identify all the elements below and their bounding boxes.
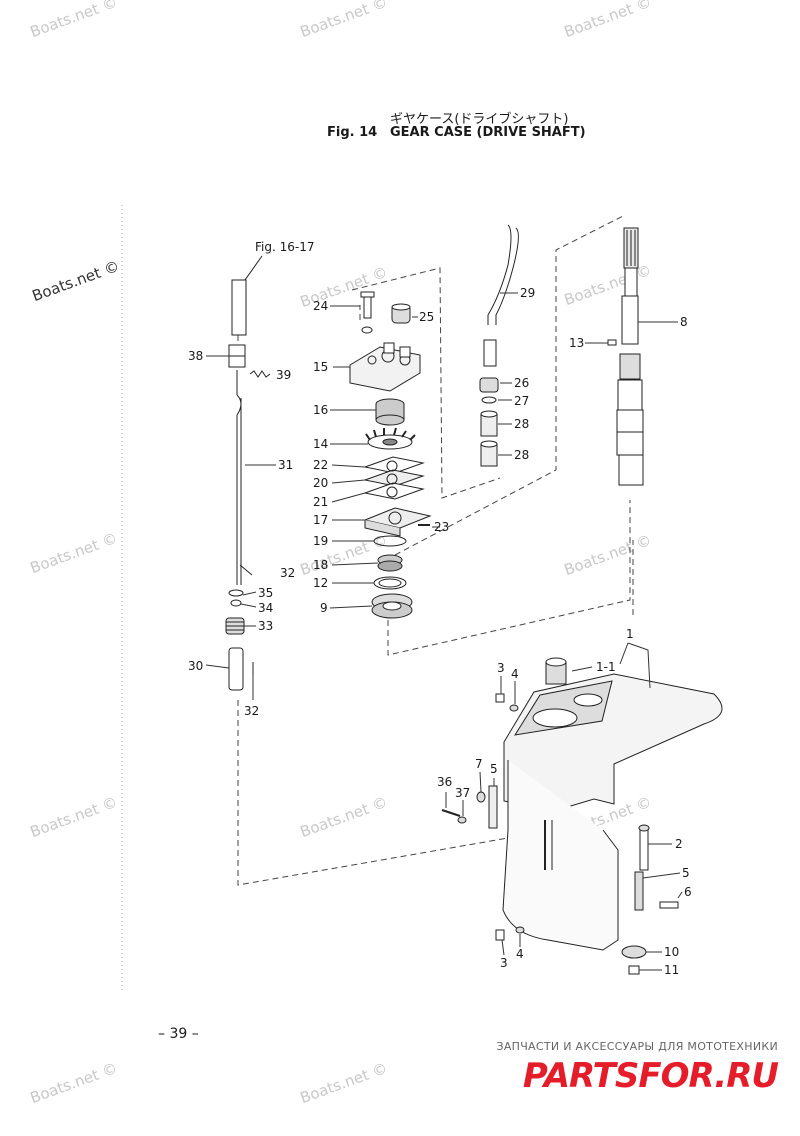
- callout-10: 10: [664, 945, 680, 959]
- fig-number: Fig. 14: [327, 125, 378, 140]
- callout-27: 27: [514, 394, 530, 408]
- callout-14: 14: [313, 437, 329, 451]
- callout-29: 29: [520, 286, 536, 300]
- callout-30: 30: [188, 659, 204, 673]
- callout-33: 33: [258, 619, 274, 633]
- callout-25: 25: [419, 310, 435, 324]
- callout-38: 38: [188, 349, 204, 363]
- callout-24: 24: [313, 299, 329, 313]
- callout-18: 18: [313, 558, 329, 572]
- shop-caption: ЗАПЧАСТИ И АКСЕССУАРЫ ДЛЯ МОТОТЕХНИКИ: [496, 1040, 778, 1053]
- callout-35: 35: [258, 586, 274, 600]
- callout-37: 37: [455, 786, 471, 800]
- callout-26: 26: [514, 376, 530, 390]
- page-title: GEAR CASE (DRIVE SHAFT): [390, 125, 586, 140]
- japanese-title: ギヤケース(ドライブシャフト): [390, 112, 569, 127]
- callout-17: 17: [313, 513, 329, 527]
- callout-4-lower: 4: [516, 947, 524, 961]
- callout-5-left: 5: [490, 762, 498, 776]
- callout-28-upper: 28: [514, 417, 530, 431]
- callout-34: 34: [258, 601, 274, 615]
- callout-22: 22: [313, 458, 329, 472]
- callout-39: 39: [276, 368, 292, 382]
- callout-32-lower: 32: [244, 704, 260, 718]
- callout-23: 23: [434, 520, 450, 534]
- callout-6: 6: [684, 885, 692, 899]
- callout-7: 7: [475, 757, 483, 771]
- callout-31: 31: [278, 458, 294, 472]
- callout-4-upper: 4: [511, 667, 519, 681]
- page-number: – 39 –: [158, 1026, 199, 1042]
- callout-3-upper: 3: [497, 661, 505, 675]
- shop-logo[interactable]: PARTSFOR.RU: [522, 1056, 779, 1096]
- callout-12: 12: [313, 576, 329, 590]
- callout-21: 21: [313, 495, 329, 509]
- callout-9: 9: [320, 601, 328, 615]
- callout-32-upper: 32: [280, 566, 296, 580]
- callout-16: 16: [313, 403, 329, 417]
- callout-19: 19: [313, 534, 329, 548]
- callout-2: 2: [675, 837, 683, 851]
- callout-15: 15: [313, 360, 329, 374]
- callout-3-lower: 3: [500, 956, 508, 970]
- callout-11: 11: [664, 963, 680, 977]
- callout-1: 1: [626, 627, 634, 641]
- callout-13: 13: [569, 336, 585, 350]
- callout-36: 36: [437, 775, 453, 789]
- callout-8: 8: [680, 315, 688, 329]
- callout-1-1: 1-1: [596, 660, 616, 674]
- fig-reference: Fig. 16-17: [255, 240, 315, 254]
- callout-5-right: 5: [682, 866, 690, 880]
- callout-28-lower: 28: [514, 448, 530, 462]
- callout-20: 20: [313, 476, 329, 490]
